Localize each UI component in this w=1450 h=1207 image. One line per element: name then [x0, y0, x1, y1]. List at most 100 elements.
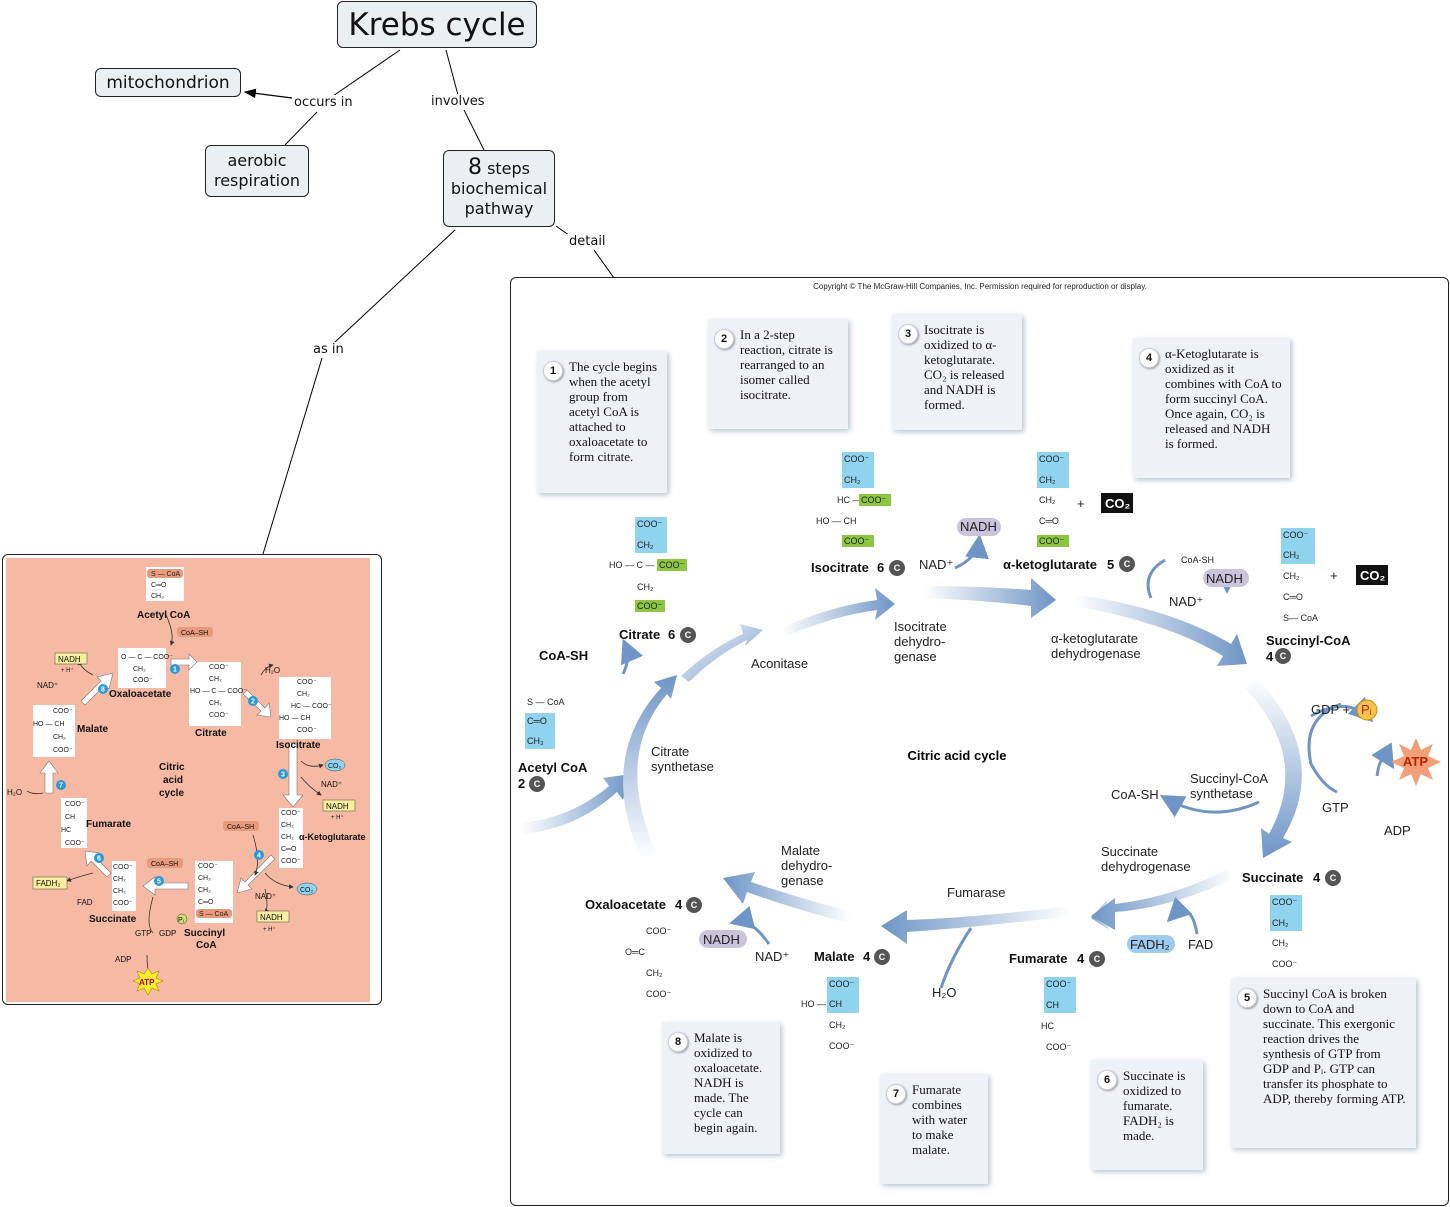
sm-sc-ch2b: CH₂ — [198, 887, 211, 894]
f-mal-coo2: COO⁻ — [829, 1041, 855, 1051]
sm-co2-arrow-2 — [264, 872, 294, 889]
copyright-line: Copyright © The McGraw-Hill Companies, I… — [813, 282, 1147, 291]
sm-coash-3: CoA–SH — [151, 861, 178, 868]
mol-acetyl-coa-c: 2 — [518, 776, 525, 791]
step-box-4: 4 α-Ketoglutarate is oxidized as it comb… — [1133, 338, 1290, 478]
sm-fum-coo2: COO⁻ — [65, 840, 85, 847]
step-number-6: 6 — [1097, 1070, 1117, 1090]
cof-coash-1: CoA-SH — [1181, 555, 1214, 565]
f-akg-cyan — [1037, 452, 1069, 488]
sm-mal-coo2: COO⁻ — [53, 747, 73, 754]
sm-iso-coo1: COO⁻ — [297, 679, 317, 686]
sm-h2o-arrow — [260, 663, 274, 676]
f-oxa-ch2: CH₂ — [646, 968, 663, 978]
mol-fumarate: Fumarate — [1009, 951, 1068, 966]
arrow-isocitrate-dh — [781, 588, 895, 636]
step-text-1: The cycle begins when the acetyl group f… — [569, 359, 658, 464]
sm-mal-hoch: HO — CH — [33, 721, 65, 728]
sm-gtp-arrow — [148, 896, 154, 934]
badge-oxaloacetate-c: C — [691, 900, 698, 910]
sm-nadh-box-3 — [256, 910, 290, 923]
badge-acetyl-c: C — [534, 779, 541, 789]
sm-scoa-pill-2 — [196, 909, 232, 918]
sm-nadh-3: NADH — [260, 913, 283, 922]
mol-isocitrate: Isocitrate — [811, 560, 869, 575]
arrow-to-succinyl — [1073, 594, 1247, 666]
sm-co2-bubble-1 — [324, 758, 346, 772]
badge-succinate-c: C — [1330, 873, 1337, 883]
sm-oxalo-box — [118, 648, 166, 688]
arrow-fumarase — [881, 906, 1071, 944]
cof-adp: ADP — [1384, 823, 1411, 838]
cof-co2-1: CO₂ — [1105, 496, 1131, 511]
f-suc-cyan — [1270, 895, 1302, 931]
link-detail-figure — [593, 249, 615, 279]
node-aerobic-respiration[interactable]: aerobic respiration — [205, 145, 309, 197]
step-text-4: α-Ketoglutarate is oxidized as it combin… — [1165, 346, 1282, 451]
sm-sc-ch2a: CH₂ — [198, 875, 211, 882]
cof-nadh-2: NADH — [1206, 571, 1243, 586]
sm-step-n6: 6 — [97, 856, 101, 863]
enzyme-akg-dh-1: α-ketoglutarate — [1051, 631, 1138, 646]
center-title: Citric acid cycle — [908, 748, 1007, 763]
badge-succinyl-c: C — [1280, 651, 1287, 661]
sm-fum-coo1: COO⁻ — [65, 801, 85, 808]
f-sc-co: C═O — [1283, 592, 1303, 602]
sm-suc-ch2b: CH₂ — [113, 888, 126, 895]
box-co2-1 — [1101, 493, 1133, 513]
step-box-1: 1 The cycle begins when the acetyl group… — [537, 351, 667, 493]
step-box-6: 6 Succinate is oxidized to fumarate. FAD… — [1091, 1060, 1203, 1170]
mitochondrion-label: mitochondrion — [106, 72, 230, 93]
sm-nadh-1: NADH — [58, 655, 81, 664]
f-akg-coo1: COO⁻ — [1039, 454, 1065, 464]
f-fum-hc: HC — [1041, 1021, 1054, 1031]
box-co2-2 — [1356, 565, 1388, 585]
mol-succinate: Succinate — [1242, 870, 1303, 885]
atp-star — [1391, 738, 1441, 786]
step-box-5: 5 Succinyl CoA is broken down to CoA and… — [1231, 978, 1416, 1148]
node-krebs-cycle[interactable]: Krebs cycle — [337, 1, 537, 48]
sm-cit-ch2a: CH₂ — [209, 676, 222, 683]
enzyme-isocitrate-dh-3: genase — [894, 649, 937, 664]
sm-cit-coo2: COO⁻ — [209, 712, 229, 719]
sm-step-n7: 7 — [59, 783, 63, 790]
badge-acetyl — [529, 776, 545, 792]
f-citrate-green1 — [657, 559, 687, 571]
sm-succinate-label: Succinate — [89, 914, 137, 925]
node-mitochondrion[interactable]: mitochondrion — [95, 68, 241, 97]
sm-step-n2: 2 — [251, 699, 255, 706]
f-iso-cyan — [842, 452, 874, 488]
f-acetyl-co: C═O — [527, 716, 547, 726]
sm-step-dot-7 — [56, 780, 66, 790]
node-8-steps[interactable]: 8 steps biochemical pathway — [443, 150, 555, 227]
steps-line3: pathway — [464, 199, 534, 218]
enzyme-fumarase: Fumarase — [947, 885, 1006, 900]
steps-number: 8 — [467, 155, 482, 180]
f-iso-coo3: COO⁻ — [844, 536, 870, 546]
sm-coash-2: CoA–SH — [227, 824, 254, 831]
cof-plus-2: + — [1330, 568, 1338, 583]
sm-iso-coo2: COO⁻ — [297, 727, 317, 734]
f-iso-green2 — [842, 535, 874, 547]
f-suc-ch2a: CH₂ — [1272, 918, 1289, 928]
f-citrate-green2 — [635, 600, 665, 612]
sm-fumarate-label: Fumarate — [86, 819, 131, 830]
sm-coa-label: CoA — [196, 940, 217, 951]
f-iso-hc: HC — — [837, 495, 862, 505]
f-acetyl-cyan — [525, 713, 555, 749]
sm-arrow-3 — [282, 742, 304, 808]
badge-isocitrate-c: C — [894, 563, 901, 573]
cof-gtp: GTP — [1322, 800, 1349, 815]
sm-gtp: GTP — [135, 929, 151, 938]
sm-cit-ch2b: CH₂ — [209, 700, 222, 707]
step-text-3: Isocitrate is oxidized to α-ketoglutarat… — [924, 322, 1005, 412]
arrow-fadh2-out — [1166, 896, 1199, 935]
sm-step-dot-2 — [248, 696, 258, 706]
sm-arrow-8 — [80, 672, 114, 706]
f-iso-coo2: COO⁻ — [861, 495, 887, 505]
sm-fum-hc: HC — [61, 827, 71, 834]
big-cycle-frame: Copyright © The McGraw-Hill Companies, I… — [510, 277, 1449, 1206]
f-citrate-ch2a: CH₂ — [637, 540, 654, 550]
f-akg-ch2a: CH₂ — [1039, 475, 1056, 485]
